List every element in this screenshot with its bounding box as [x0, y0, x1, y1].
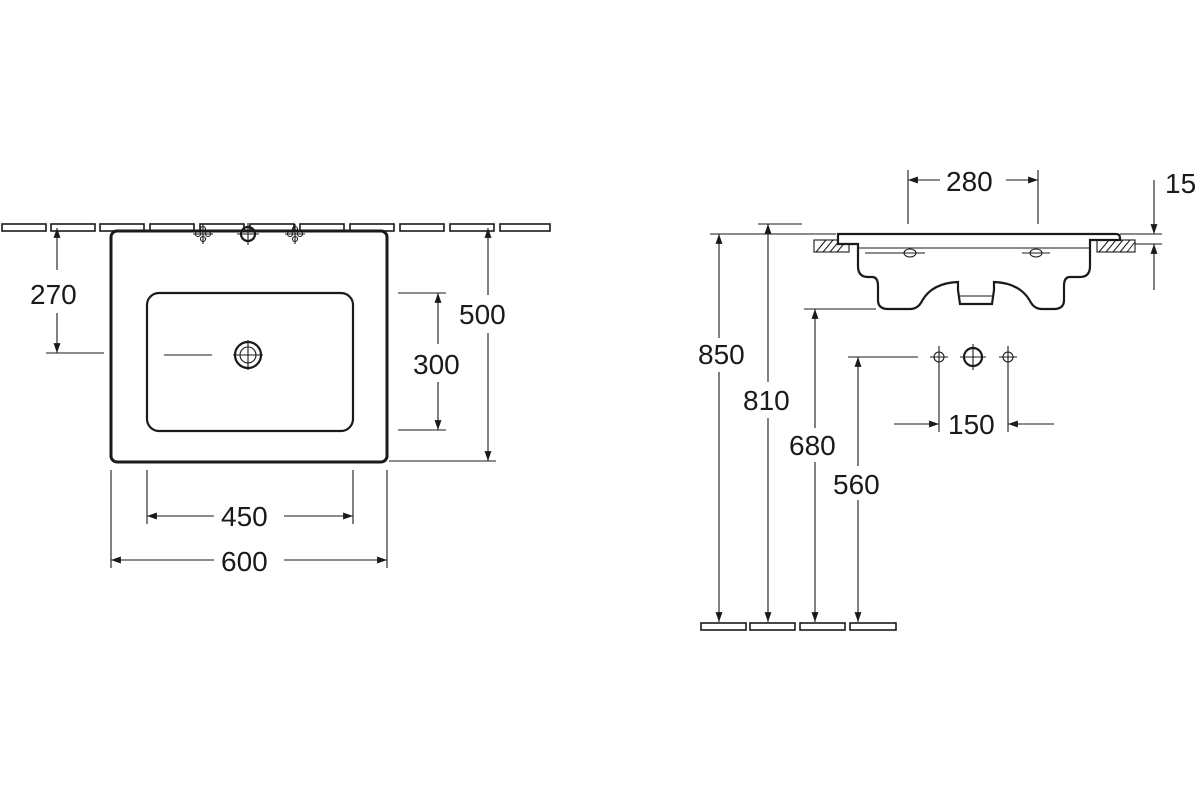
drain-icon [164, 340, 263, 370]
dim-width-overall: 600 [110, 470, 388, 577]
tap-hole-center-icon [237, 223, 259, 245]
dim-850-label: 850 [698, 339, 745, 370]
dim-supply-spacing: 150 [894, 368, 1054, 440]
floor-tiles [700, 622, 897, 631]
dim-wall-to-drain: 270 [30, 228, 104, 354]
supply-right-icon [999, 346, 1017, 368]
dim-300-label: 300 [413, 349, 460, 380]
side-view: 280 15 850 810 680 [698, 166, 1196, 631]
basin-bowl [145, 291, 355, 433]
supply-connections [930, 344, 1017, 370]
dim-680-label: 680 [789, 430, 836, 461]
dim-depth-basin: 300 [398, 292, 460, 431]
dim-15-label: 15 [1165, 168, 1196, 199]
washbasin-side-profile [836, 232, 1122, 311]
tap-hole-right-icon [285, 224, 305, 244]
dim-270-label: 270 [30, 279, 77, 310]
dim-150-label: 150 [948, 409, 995, 440]
tap-hole-left-icon [193, 224, 213, 244]
dim-tap-spacing: 280 [907, 166, 1039, 224]
dim-width-basin: 450 [146, 470, 354, 532]
dim-rim-thickness: 15 [1120, 168, 1196, 290]
dim-500-label: 500 [459, 299, 506, 330]
dim-height-waste: 680 [789, 308, 876, 622]
washbasin-outline [109, 229, 389, 464]
overflow-right-icon [1022, 248, 1050, 258]
top-view: 270 500 300 450 [1, 223, 551, 577]
dim-height-rim: 850 [698, 233, 836, 622]
dim-560-label: 560 [833, 469, 880, 500]
dim-depth-overall: 500 [389, 228, 506, 462]
dim-600-label: 600 [221, 546, 268, 577]
dim-height-supply: 560 [833, 356, 918, 622]
supply-left-icon [930, 346, 948, 368]
dim-height-underside: 810 [743, 223, 802, 622]
overflow-left-icon [865, 248, 925, 258]
dim-450-label: 450 [221, 501, 268, 532]
dim-280-label: 280 [946, 166, 993, 197]
supply-center-icon [960, 344, 986, 370]
dim-810-label: 810 [743, 385, 790, 416]
wall-section-right [1096, 239, 1136, 253]
